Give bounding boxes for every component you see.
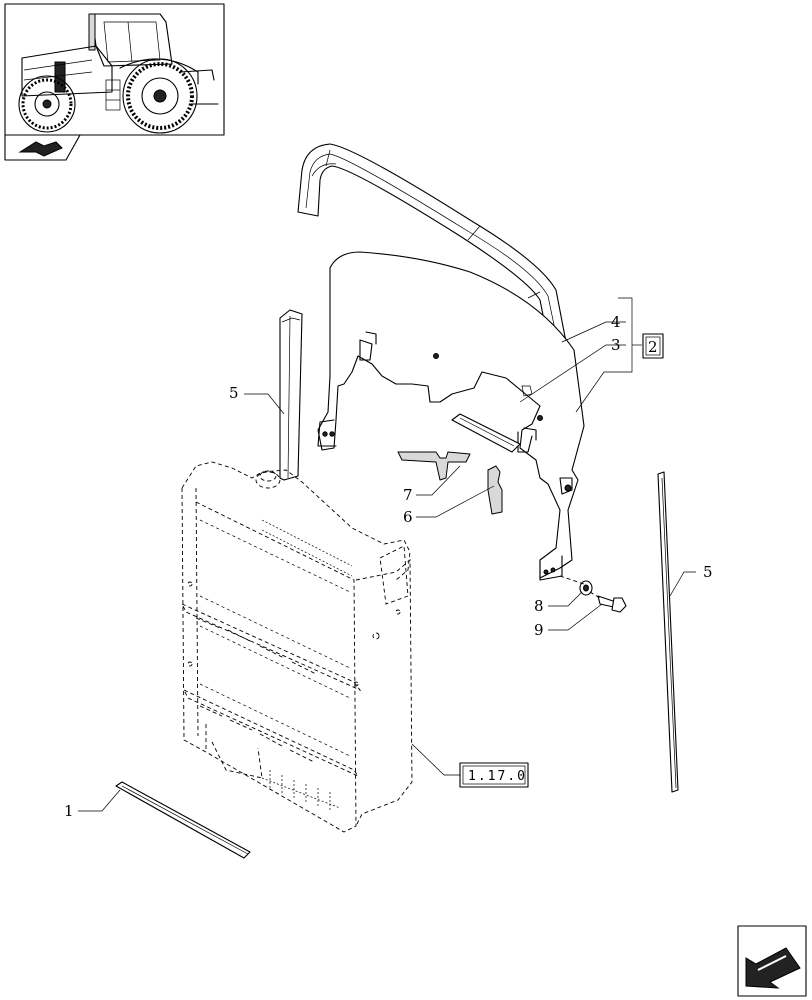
leader-lines: [78, 297, 696, 812]
callout-9: 9: [534, 621, 544, 639]
radiator-assembly[interactable]: [181, 461, 413, 833]
washer-part-8[interactable]: [579, 580, 593, 596]
callout-7: 7: [403, 486, 413, 504]
gasket-strip-part-3[interactable]: [451, 413, 521, 453]
section-nav-icon[interactable]: [4, 134, 81, 161]
callout-5-left: 5: [229, 384, 239, 402]
vertical-seal-right-part-5[interactable]: [657, 471, 679, 793]
callout-8: 8: [534, 597, 544, 615]
group-ref-box[interactable]: 2: [642, 333, 664, 359]
callout-labels: 5 4 3 7 6 8 9 5 1: [64, 313, 713, 820]
tractor-thumbnail-icon[interactable]: [4, 3, 225, 136]
foam-block-part-7[interactable]: [397, 451, 471, 481]
bolt-part-9[interactable]: [597, 595, 627, 613]
group-ref-label: 2: [648, 338, 658, 356]
assembly-line: [559, 575, 585, 585]
callout-5-right: 5: [703, 563, 713, 581]
assembly-line: [589, 591, 601, 599]
next-page-arrow-icon[interactable]: [737, 925, 807, 997]
radiator-ref-box[interactable]: 1.17.0: [459, 762, 529, 788]
foam-block-part-6[interactable]: [487, 465, 503, 515]
callout-1: 1: [64, 802, 74, 820]
bottom-strip-part-1[interactable]: [115, 781, 251, 859]
radiator-ref-label: 1.17.0: [468, 769, 527, 784]
callout-4: 4: [611, 313, 621, 331]
vertical-seal-left-part-5[interactable]: [279, 309, 303, 481]
callout-3: 3: [611, 336, 621, 354]
callout-6: 6: [403, 508, 413, 526]
shroud-panel[interactable]: [317, 251, 585, 581]
